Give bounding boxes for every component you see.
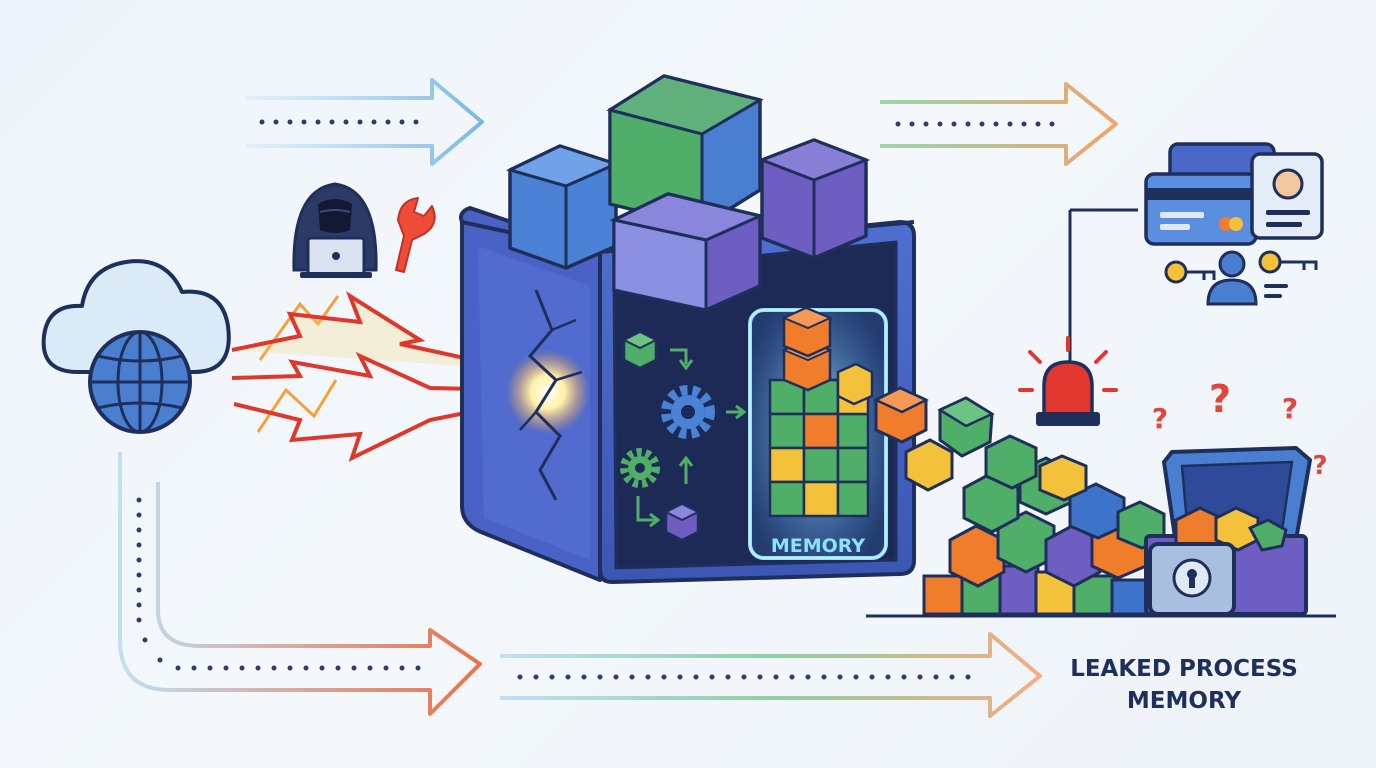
user-icon <box>1206 250 1288 306</box>
question-mark-4: ? <box>1312 451 1327 481</box>
id-card-icon <box>1250 152 1324 240</box>
crack-flash <box>506 289 590 501</box>
lock-icon <box>1148 542 1236 616</box>
gear-icon <box>661 385 715 439</box>
key-icon <box>1164 250 1318 284</box>
gear-icon-small <box>620 448 660 488</box>
memory-stack <box>768 306 874 518</box>
leaked-label-line1: LEAKED PROCESS <box>1070 656 1298 682</box>
laptop-icon <box>300 236 372 278</box>
globe-icon <box>88 330 192 434</box>
process-flow <box>621 330 747 542</box>
question-mark-2: ? <box>1152 402 1168 435</box>
question-mark-3: ? <box>1282 392 1298 425</box>
spilling-cubes <box>873 386 995 492</box>
flow-arrow-top-right <box>880 82 1118 166</box>
memory-label: MEMORY <box>771 535 866 557</box>
leaked-label-line2: MEMORY <box>1127 688 1241 714</box>
credit-card-icon <box>1144 142 1276 246</box>
question-mark-icon: ? ? ? ? <box>1152 377 1328 481</box>
alarm-light-icon <box>1018 208 1138 426</box>
memory-cube-icon <box>505 74 871 312</box>
cloud-icon <box>41 259 231 374</box>
question-mark-1: ? <box>1209 377 1231 421</box>
wrench-icon <box>395 197 436 273</box>
flow-arrow-bottom-right <box>500 632 1042 718</box>
flow-arrow-top-left <box>246 78 484 166</box>
flow-arrow-bottom-left <box>118 452 482 716</box>
